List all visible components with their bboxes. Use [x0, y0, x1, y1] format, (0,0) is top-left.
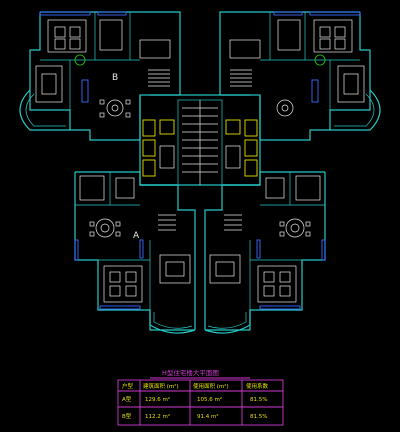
table-header-ratio: 使用系数: [246, 382, 269, 390]
area-table: 户型 建筑面积 (m²) 使用面积 (m²) 使用系数 A型 129.6 m² …: [117, 379, 284, 426]
table-cell-gross: 112.2 m²: [145, 413, 170, 420]
unit-a-right: [204, 171, 326, 334]
central-core: [139, 94, 261, 186]
plant-icon: [74, 54, 86, 66]
unit-b-left: B: [19, 11, 181, 141]
table-cell-type: B型: [122, 412, 132, 420]
table-header-net: 使用面积 (m²): [193, 382, 229, 390]
table-cell-type: A型: [122, 395, 132, 403]
table-header-gross: 建筑面积 (m²): [143, 382, 179, 390]
drawing-title: H型住宅楼大平面图: [162, 368, 219, 377]
table-cell-net: 91.4 m²: [197, 413, 219, 420]
table-cell-ratio: 81.5%: [250, 414, 267, 420]
unit-label-b-left: B: [112, 73, 118, 83]
unit-label-a-left: A: [133, 231, 140, 241]
unit-a-left: A: [74, 171, 196, 334]
table-cell-gross: 129.6 m²: [145, 396, 170, 403]
table-header-type: 户型: [122, 382, 134, 390]
unit-b-right: [219, 11, 381, 141]
table-cell-ratio: 81.5%: [250, 397, 267, 403]
table-cell-net: 105.6 m²: [197, 396, 222, 403]
